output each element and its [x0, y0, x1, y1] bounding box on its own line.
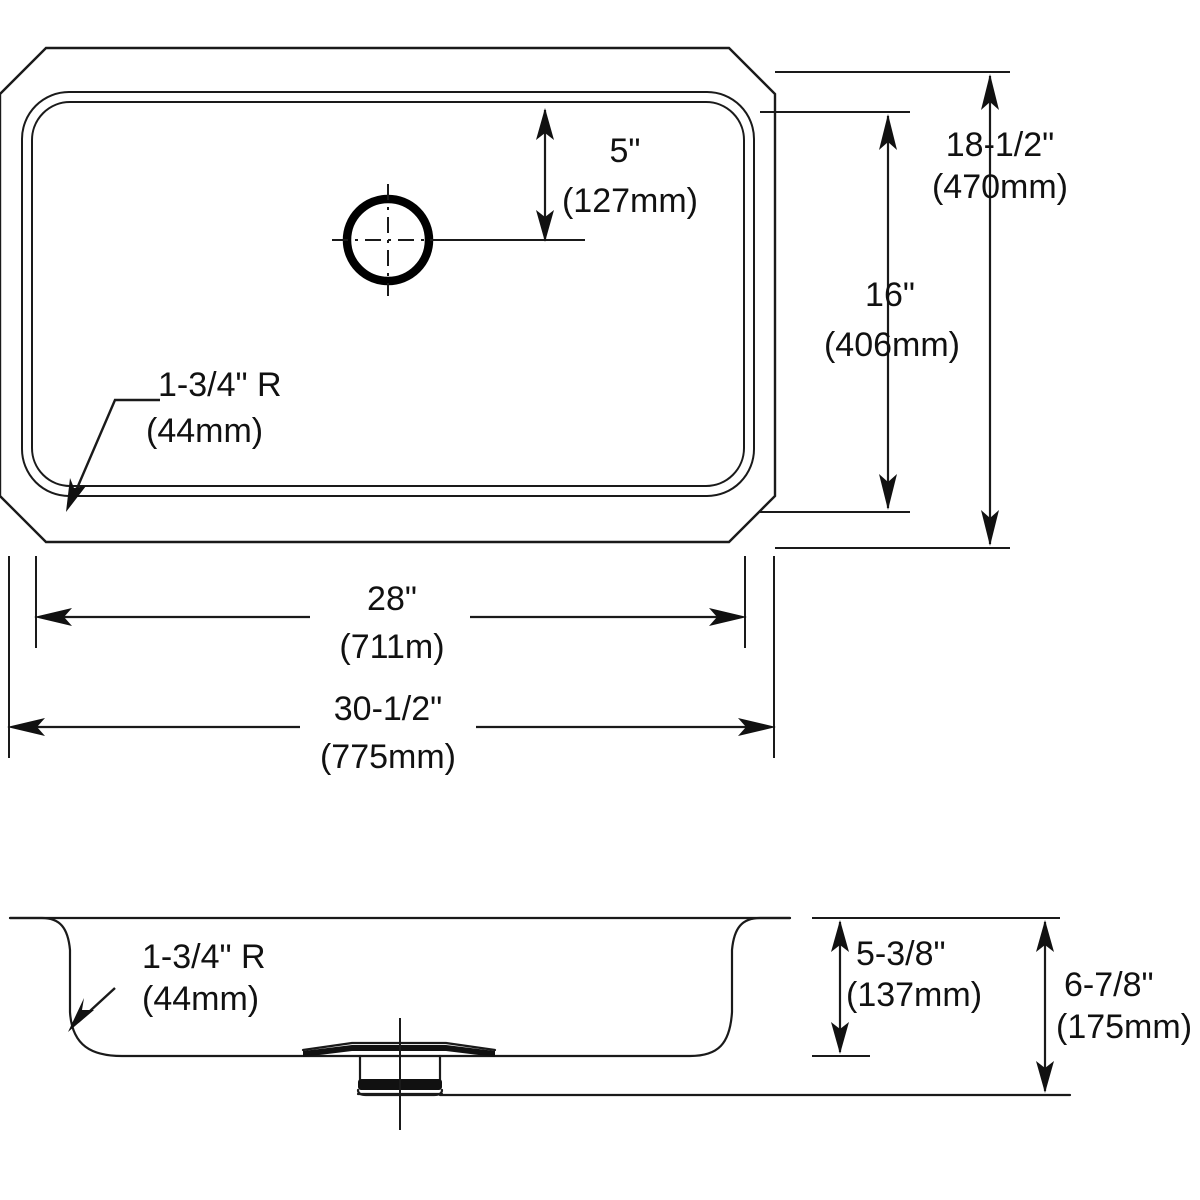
dim-label-section-radius-imperial: 1-3/4" R	[142, 938, 266, 976]
arrow-down-drain-offset	[536, 210, 554, 242]
dim-label-corner-radius-imperial: 1-3/4" R	[158, 366, 282, 404]
arrow-up-overall-depth	[981, 74, 999, 110]
arrow-right-bowl-width	[709, 608, 747, 626]
arrow-down-overall-height-section	[1036, 1061, 1054, 1093]
callout-top-corner-radius: 1-3/4" R (44mm)	[66, 366, 282, 512]
dimension-overall-width: 30-1/2" (775mm)	[7, 556, 776, 776]
arrow-section-radius-leader	[68, 998, 94, 1032]
dim-label-bowl-depth-section-imperial: 5-3/8"	[856, 935, 946, 973]
arrow-left-bowl-width	[34, 608, 72, 626]
arrow-down-bowl-depth-section	[831, 1022, 849, 1054]
dim-label-bowl-depth-imperial: 16"	[865, 276, 915, 314]
dim-label-drain-offset-metric: (127mm)	[562, 182, 698, 220]
dim-label-corner-radius-metric: (44mm)	[146, 412, 263, 450]
dim-label-overall-height-imperial: 6-7/8"	[1064, 966, 1154, 1004]
dim-label-bowl-depth-metric: (406mm)	[824, 326, 960, 364]
dim-label-section-radius-metric: (44mm)	[142, 980, 259, 1018]
dim-label-overall-width-metric: (775mm)	[320, 738, 456, 776]
callout-section-corner-radius: 1-3/4" R (44mm)	[68, 938, 266, 1032]
section-view-group: 1-3/4" R (44mm) 5-3/8" (137mm) 6-7/8" (1…	[8, 916, 1192, 1130]
section-drain-assembly	[301, 1018, 497, 1130]
dim-label-overall-depth-imperial: 18-1/2"	[946, 126, 1054, 164]
arrow-up-drain-offset	[536, 108, 554, 140]
dim-label-bowl-width-imperial: 28"	[367, 580, 417, 618]
arrow-right-overall-width	[738, 718, 776, 736]
section-bowl-profile	[8, 916, 792, 1058]
arrow-up-bowl-depth	[879, 114, 897, 150]
dimension-overall-height-section: 6-7/8" (175mm)	[1036, 920, 1192, 1093]
arrow-down-bowl-depth	[879, 474, 897, 510]
arrow-corner-radius-leader	[66, 478, 86, 512]
dimension-bowl-depth-section: 5-3/8" (137mm)	[812, 917, 1060, 1057]
arrow-down-overall-depth	[981, 510, 999, 546]
dimension-overall-front-to-back: 18-1/2" (470mm)	[775, 71, 1068, 549]
sink-outer-rim-outline	[0, 46, 777, 544]
dim-label-overall-height-metric: (175mm)	[1056, 1008, 1192, 1046]
top-view-group: 5" (127mm) 16" (406mm) 18-1/2" (470mm)	[0, 46, 1068, 776]
dim-label-bowl-depth-section-metric: (137mm)	[846, 976, 982, 1014]
dim-label-overall-depth-metric: (470mm)	[932, 168, 1068, 206]
dim-label-drain-offset-imperial: 5"	[610, 132, 641, 170]
dimension-bowl-width: 28" (711m)	[34, 556, 747, 666]
arrow-up-bowl-depth-section	[831, 920, 849, 952]
dimension-drain-offset: 5" (127mm)	[430, 108, 698, 242]
dim-label-overall-width-imperial: 30-1/2"	[334, 690, 442, 728]
bowl-lip-outer	[21, 91, 755, 497]
arrow-up-overall-height-section	[1036, 920, 1054, 952]
arrow-left-overall-width	[7, 718, 45, 736]
dimension-bowl-front-to-back: 16" (406mm)	[760, 111, 960, 513]
corner-radius-leader-line	[70, 398, 160, 501]
dim-label-bowl-width-metric: (711m)	[339, 628, 444, 666]
drain-hole-group	[332, 184, 444, 296]
bowl-lip-inner	[31, 101, 745, 487]
